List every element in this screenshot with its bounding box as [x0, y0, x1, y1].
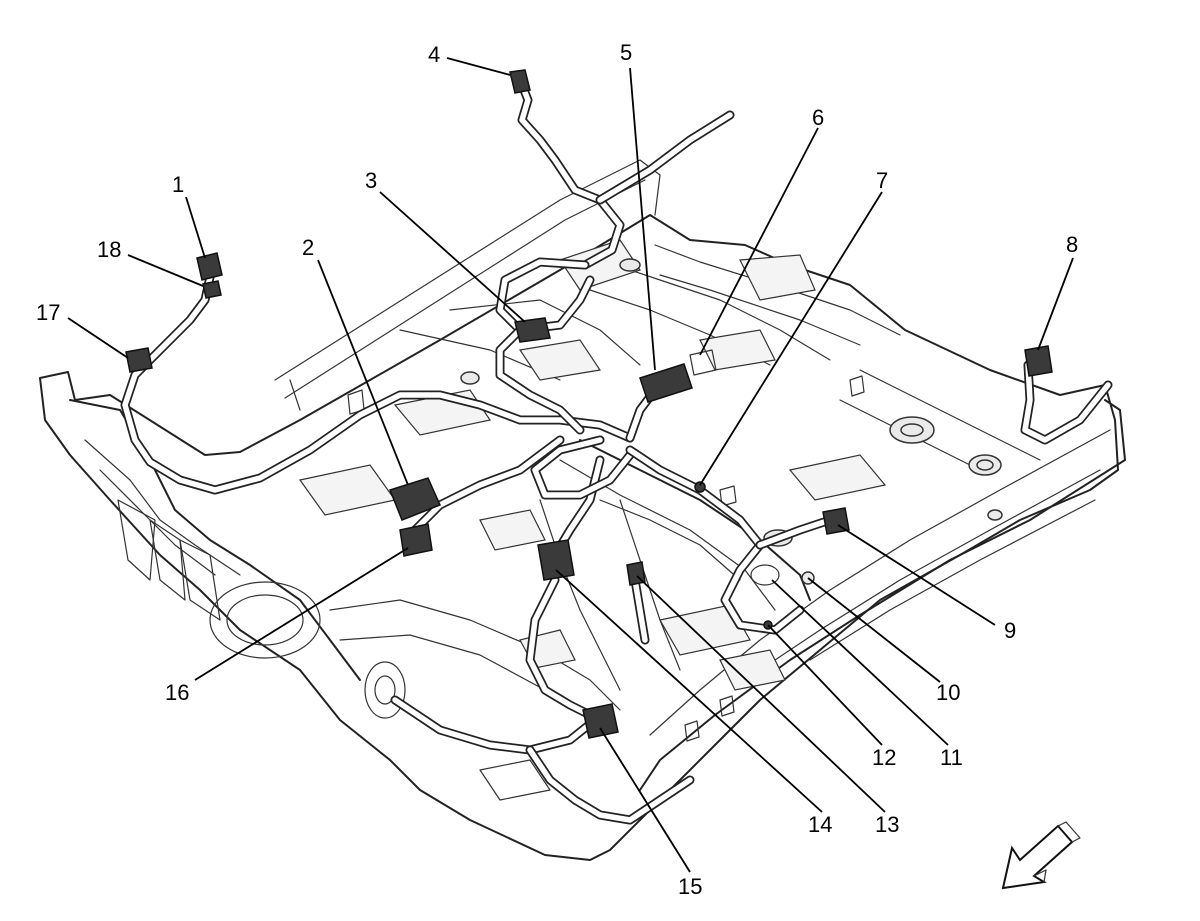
- connector-16: [399, 523, 433, 557]
- callout-9: 9: [1004, 618, 1016, 643]
- callout-numbers: 1 2 3 4 5 6 7 8 9 10 11 12 13 14 15 16 1…: [36, 40, 1078, 899]
- leader-11: [771, 579, 949, 746]
- callout-17: 17: [36, 300, 60, 325]
- leader-13: [636, 575, 886, 813]
- leader-15: [599, 727, 691, 873]
- callout-12: 12: [872, 745, 896, 770]
- callout-1: 1: [172, 172, 184, 197]
- connector-3: [514, 317, 551, 343]
- floor-pan: [39, 159, 1126, 861]
- connector-15: [582, 703, 619, 739]
- leader-lines: [67, 57, 1074, 873]
- leader-8: [1037, 257, 1074, 351]
- callout-2: 2: [302, 235, 314, 260]
- callout-8: 8: [1066, 232, 1078, 257]
- connector-4: [509, 69, 531, 94]
- leader-14: [555, 569, 823, 813]
- callout-5: 5: [620, 40, 632, 65]
- connector-17: [125, 347, 153, 373]
- leader-4: [446, 57, 511, 76]
- module-5: [639, 363, 693, 403]
- leader-2: [317, 259, 409, 486]
- callout-4: 4: [428, 42, 440, 67]
- bracket-6: [689, 349, 717, 376]
- callout-6: 6: [812, 105, 824, 130]
- callout-13: 13: [875, 812, 899, 837]
- callout-11: 11: [940, 745, 963, 770]
- connector-14: [537, 539, 575, 581]
- callout-16: 16: [165, 680, 189, 705]
- connector-8: [1024, 345, 1053, 377]
- callout-18: 18: [97, 237, 121, 262]
- leader-1: [185, 196, 206, 259]
- callout-10: 10: [936, 680, 960, 705]
- connector-18: [202, 280, 222, 299]
- callout-3: 3: [365, 168, 377, 193]
- leader-10: [807, 577, 941, 683]
- leader-18: [127, 254, 204, 287]
- fastener-7: [694, 481, 706, 493]
- connector-2: [389, 477, 442, 521]
- leader-9: [837, 524, 996, 626]
- direction-arrow-icon: [1001, 821, 1081, 890]
- leader-3: [379, 191, 526, 323]
- callout-7: 7: [876, 168, 888, 193]
- leader-5: [629, 67, 656, 371]
- connector-1: [196, 252, 223, 281]
- callout-15: 15: [678, 874, 702, 899]
- leader-17: [67, 317, 129, 359]
- leader-16: [194, 547, 409, 681]
- leader-6: [699, 127, 819, 356]
- leader-12: [767, 624, 883, 746]
- leader-7: [699, 191, 883, 486]
- floor-wiring-harness: [120, 75, 1113, 825]
- grommet-11: [750, 564, 780, 586]
- callout-14: 14: [808, 812, 832, 837]
- connectors: [125, 69, 1053, 739]
